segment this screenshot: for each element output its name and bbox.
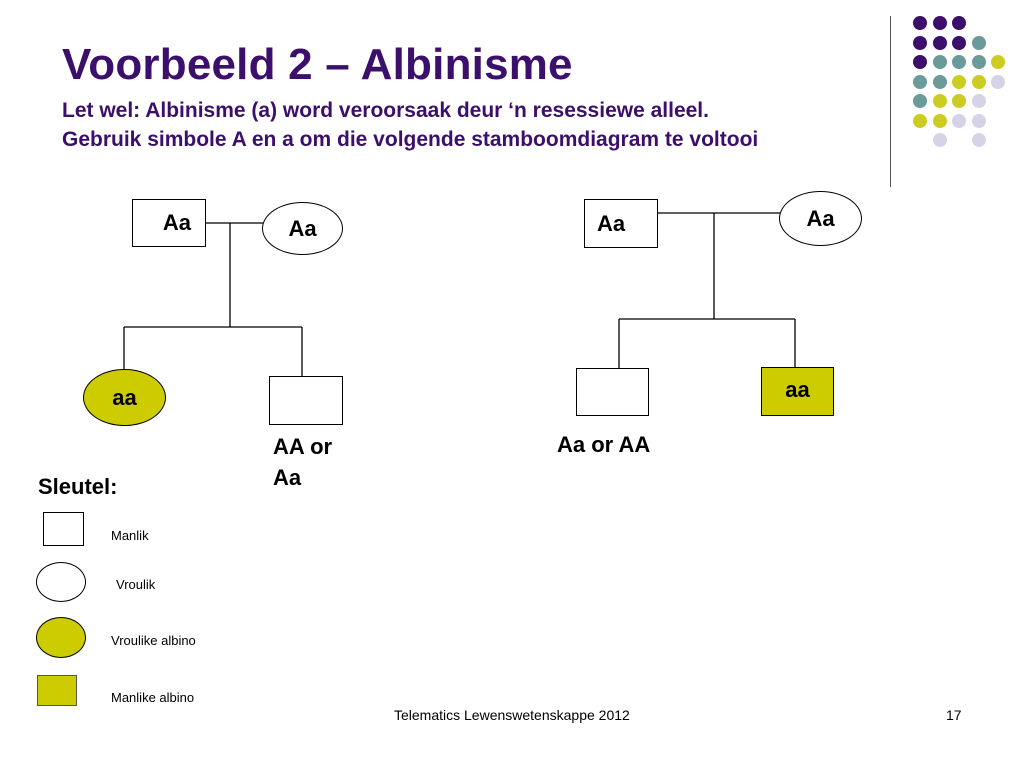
decorative-dot [932,133,947,147]
left-father-symbol: Aa [132,199,206,247]
left-mother-genotype: Aa [288,215,317,241]
key-female-albino-label: Vroulike albino [111,633,196,648]
left-mother-symbol: Aa [262,202,343,255]
decorative-dot [952,113,966,128]
decorative-dot [932,94,947,108]
decorative-dot [971,74,986,89]
subtitle-line-1: Let wel: Albinisme (a) word veroorsaak d… [62,99,709,122]
decorative-dot [932,74,947,89]
decorative-dot [952,16,966,30]
right-mother-symbol: Aa [779,191,862,246]
left-child2-male [269,376,343,425]
decorative-dot [971,55,986,69]
left-child2-label: AA or Aa [273,431,332,493]
right-child2-albino-male: aa [761,367,834,416]
decorative-dot [913,35,927,50]
decorative-dot [913,74,927,89]
decorative-dot [913,55,927,69]
right-child1-label: Aa or AA [557,432,651,457]
decorative-dot [952,94,966,108]
right-mother-genotype: Aa [806,206,835,231]
header-divider [890,16,891,187]
subtitle-line-2: Gebruik simbole A en a om die volgende s… [62,128,759,151]
decorative-dot [971,113,986,128]
decorative-dot [952,74,966,89]
left-child1-albino-female: aa [83,369,166,426]
decorative-dot [932,113,947,128]
decorative-dot [913,94,927,108]
key-heading: Sleutel: [38,474,118,499]
left-child2-label-line-2: Aa [273,465,302,490]
right-child1-male [576,368,649,416]
key-male-symbol [43,512,84,546]
footer-text: Telematics Lewenswetenskappe 2012 [394,707,630,723]
decorative-dot [932,35,947,50]
slide-subtitle: Let wel: Albinisme (a) word veroorsaak d… [62,96,758,154]
key-female-albino-symbol [36,617,86,658]
right-father-symbol: Aa [584,199,658,248]
decorative-dot [913,16,927,30]
left-child2-label-line-1: AA or [273,434,333,459]
slide-title: Voorbeeld 2 – Albinisme [62,40,573,89]
page-number: 17 [946,707,962,723]
decorative-dot [952,55,966,69]
decorative-dot [932,16,947,30]
decorative-dot [971,133,986,147]
decorative-dot [952,35,966,50]
right-father-genotype: Aa [597,210,626,236]
left-father-genotype: Aa [162,210,191,235]
decorative-dot [932,55,947,69]
key-female-label: Vroulik [116,577,156,592]
key-male-label: Manlik [111,528,149,543]
key-male-albino-symbol [37,675,77,706]
decorative-dot [991,74,1005,89]
left-child1-genotype: aa [112,384,137,410]
decorative-dot [971,35,986,50]
decorative-dot [913,113,927,128]
key-male-albino-label: Manlike albino [111,690,195,705]
decorative-dot [971,94,986,108]
decorative-dot [991,55,1005,69]
right-child2-genotype: aa [785,377,810,402]
key-female-symbol [36,562,86,602]
